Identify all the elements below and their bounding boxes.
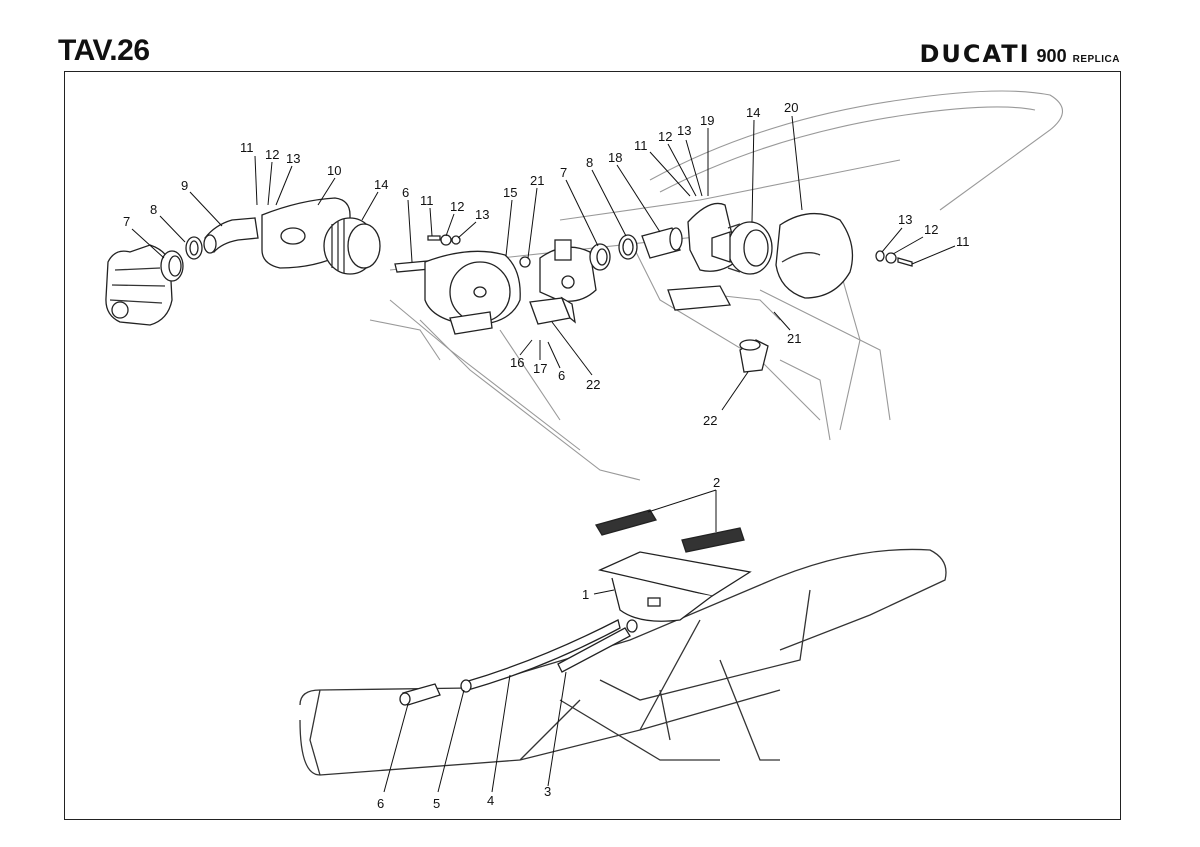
- callout-20: 20: [784, 100, 798, 115]
- bracket-under: [667, 285, 732, 311]
- callout-14-b: 14: [746, 105, 760, 120]
- callout-4: 4: [487, 793, 494, 808]
- callout-14-a: 14: [374, 177, 388, 192]
- brand-model: 900: [1036, 46, 1067, 66]
- engine-block: [105, 244, 173, 326]
- callout-10: 10: [327, 163, 341, 178]
- callout-8-a: 8: [150, 202, 157, 217]
- callout-6-a: 6: [402, 185, 409, 200]
- callout-15: 15: [503, 185, 517, 200]
- part-7-clamp-right: [589, 243, 611, 271]
- part-21-nut: [519, 256, 531, 268]
- callout-3: 3: [544, 784, 551, 799]
- callout-16: 16: [510, 355, 524, 370]
- part-22-block-left: [529, 296, 576, 325]
- part-8-ring-left: [185, 236, 203, 260]
- callout-labels: 11 12 13 10 9 8 7 14 6 11 12 13 15 21 7 …: [123, 100, 970, 811]
- callout-6-c: 6: [377, 796, 384, 811]
- callout-18: 18: [608, 150, 622, 165]
- part-3-short-hose: [557, 619, 638, 673]
- part-14-filter-right: [711, 221, 773, 275]
- callout-11-b: 11: [420, 193, 434, 208]
- part-20-cover: [775, 212, 854, 299]
- callout-22-b: 22: [703, 413, 717, 428]
- part-22-block-right: [739, 339, 769, 373]
- callout-2: 2: [713, 475, 720, 490]
- part-18-hose: [641, 227, 683, 259]
- callout-19: 19: [700, 113, 714, 128]
- callout-6-b: 6: [558, 368, 565, 383]
- part-9-intake-hose: [203, 217, 259, 254]
- leader-lines: [131, 115, 956, 793]
- callout-21-b: 21: [787, 331, 801, 346]
- callout-9: 9: [181, 178, 188, 193]
- callout-17: 17: [533, 361, 547, 376]
- callout-11-d: 11: [956, 234, 970, 249]
- callout-13-d: 13: [898, 212, 912, 227]
- callout-21-a: 21: [530, 173, 544, 188]
- callout-8-b: 8: [586, 155, 593, 170]
- bolt-set-right: [875, 250, 913, 267]
- page-title: TAV.26: [58, 34, 150, 67]
- part-1-tray: [597, 551, 752, 622]
- callout-12-a: 12: [265, 147, 279, 162]
- callout-11-a: 11: [240, 140, 254, 155]
- callout-5: 5: [433, 796, 440, 811]
- callout-12-c: 12: [658, 129, 672, 144]
- callout-12-b: 12: [450, 199, 464, 214]
- callout-1: 1: [582, 587, 589, 602]
- callout-13-b: 13: [475, 207, 489, 222]
- callout-13-a: 13: [286, 151, 300, 166]
- callout-13-c: 13: [677, 123, 691, 138]
- diagram-frame: [64, 71, 1121, 820]
- brand-sub: REPLICA: [1072, 54, 1120, 65]
- part-6-fitting: [399, 683, 441, 706]
- part-7-clamp-left: [160, 250, 184, 282]
- part-2-strips: [595, 509, 745, 553]
- part-15-housing: [424, 250, 521, 335]
- callout-11-c: 11: [634, 138, 648, 153]
- callout-12-d: 12: [924, 222, 938, 237]
- part-8-ring-right: [618, 234, 638, 260]
- part-4-long-hose: [460, 619, 621, 693]
- brand-header: DUCATI 900 REPLICA: [920, 40, 1121, 68]
- brand-logo: DUCATI: [919, 40, 1031, 68]
- part-14-filter-left: [323, 217, 381, 275]
- callout-22-a: 22: [586, 377, 600, 392]
- callout-7-a: 7: [123, 214, 130, 229]
- callout-7-b: 7: [560, 165, 567, 180]
- bottom-frame: [299, 548, 947, 776]
- bolt-set-middle: [427, 234, 461, 246]
